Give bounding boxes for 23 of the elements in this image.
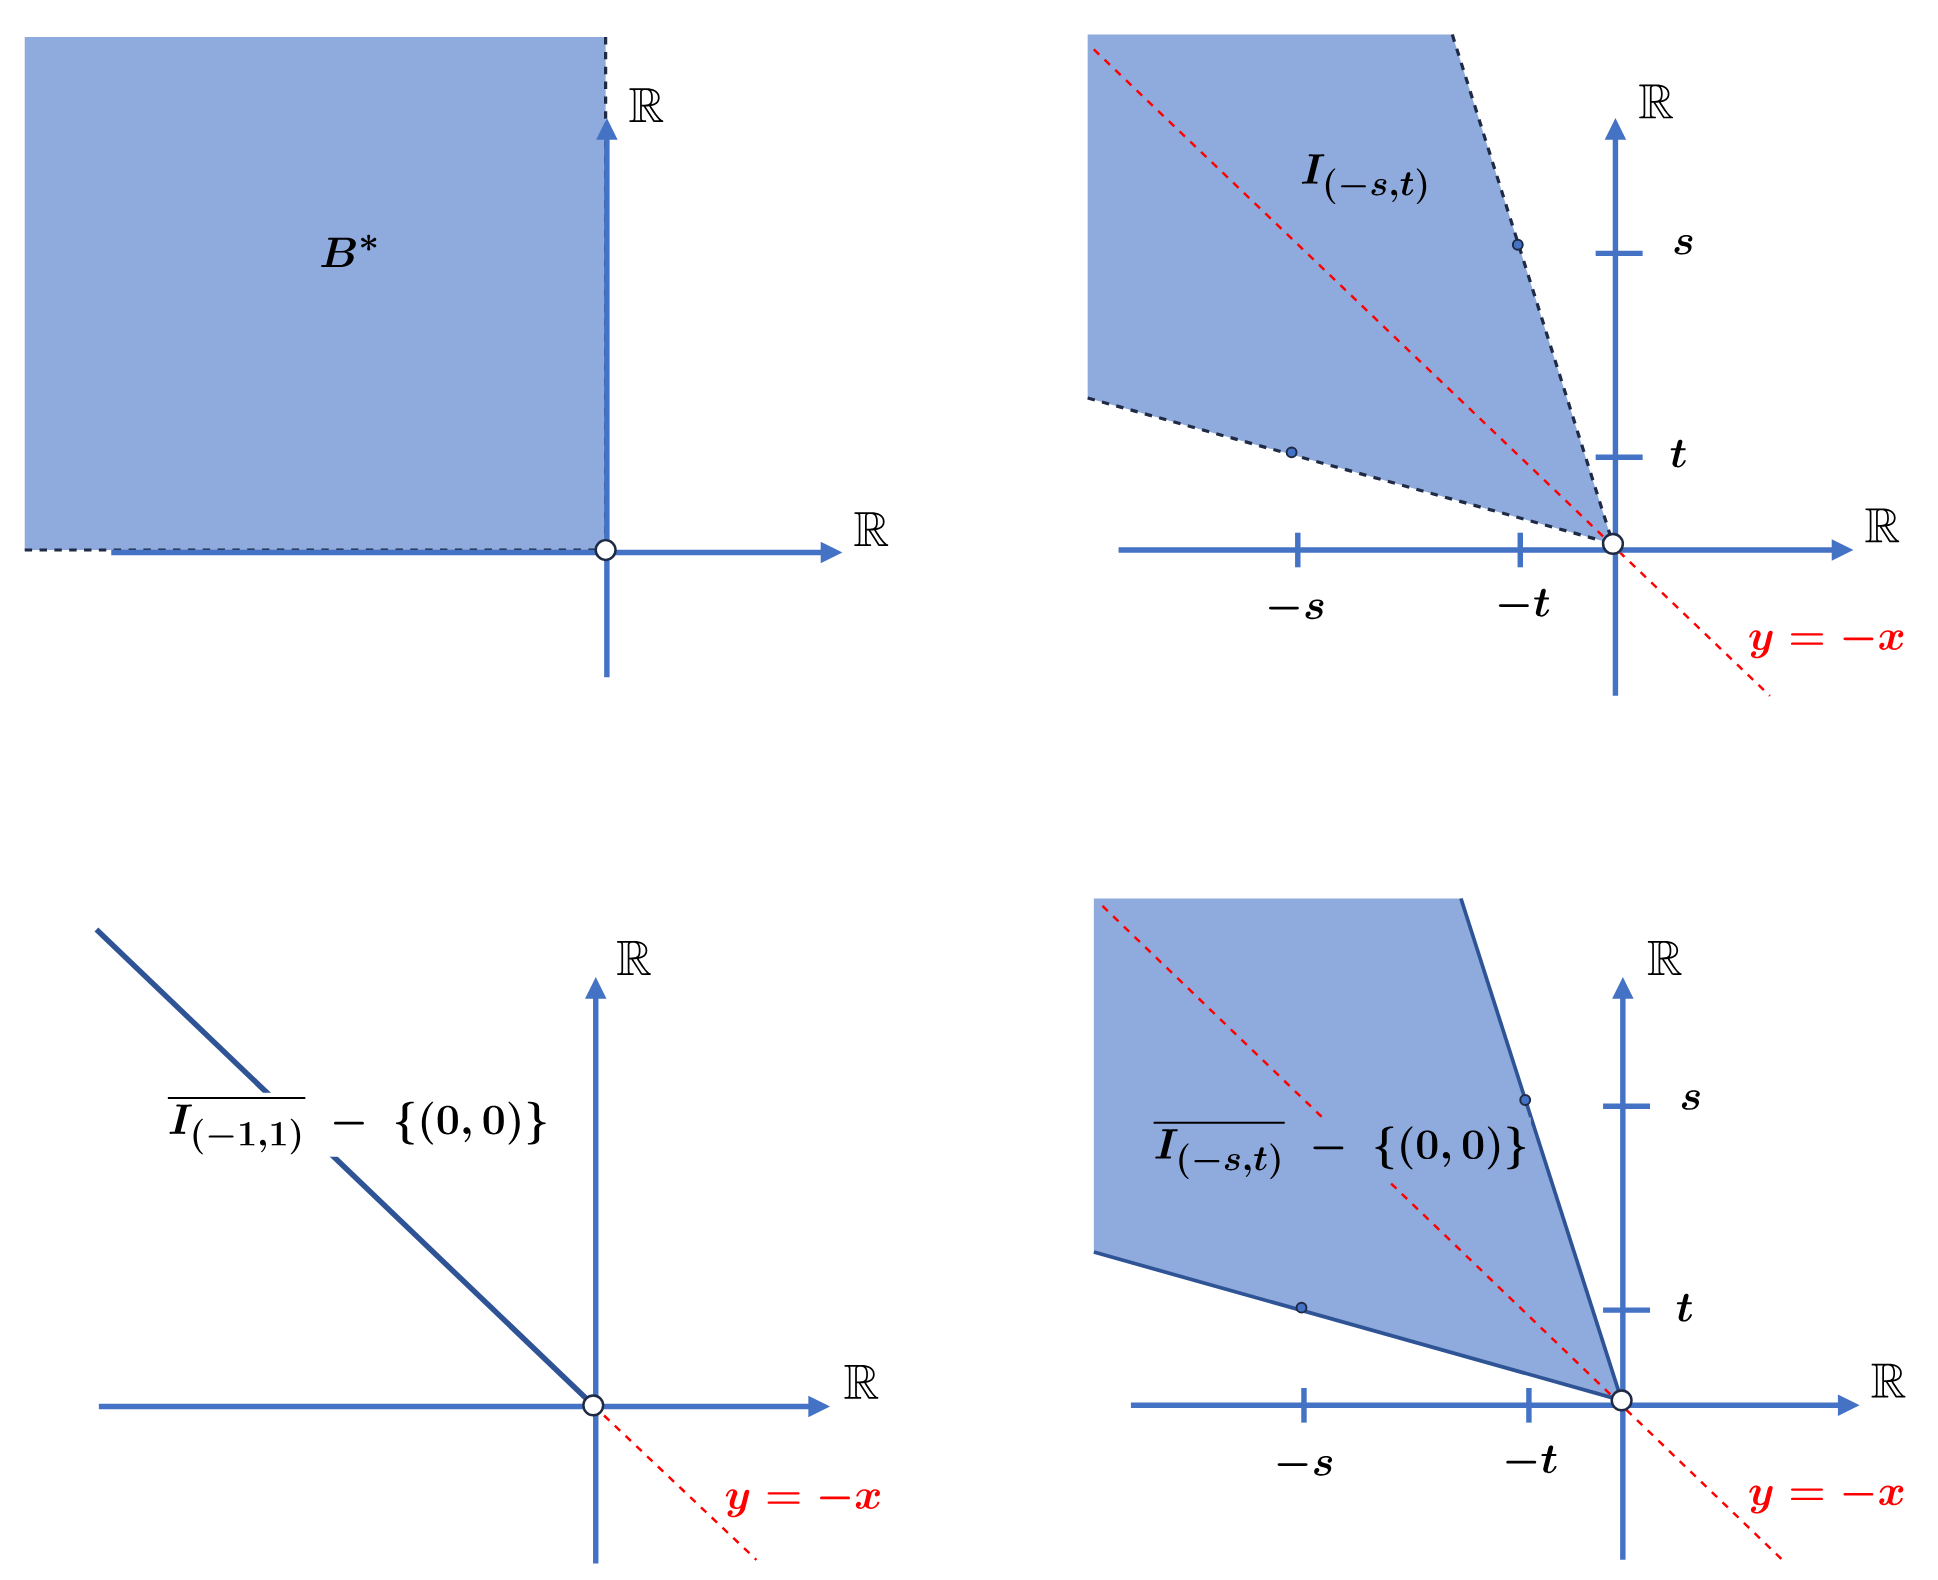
- axis-label: $\mathbb{R}$: [1639, 84, 1674, 119]
- region-label: $\overline{I_{(-s,t)}}\;-\;\{(0,0)\}$: [1151, 1117, 1531, 1182]
- line-label: $y=-x$: [1749, 1485, 1904, 1514]
- region-label: $I_{(-s,t)}$: [1301, 154, 1427, 205]
- tick-label: $-t$: [1506, 1445, 1557, 1474]
- tick-label: $t$: [1676, 1293, 1692, 1322]
- region-label: $\overline{I_{(-1,1)}}\;-\;\{(0,0)\}$: [165, 1092, 552, 1157]
- tick-label: $-t$: [1498, 589, 1550, 617]
- line-label: $y=-x$: [725, 1489, 880, 1518]
- tick-label: $s$: [1681, 1090, 1700, 1111]
- axis-label: $\mathbb{R}$: [1871, 1364, 1906, 1398]
- axis-label: $\mathbb{R}$: [617, 941, 651, 976]
- axis-label: $\mathbb{R}$: [1865, 508, 1900, 543]
- axis-label: $\mathbb{R}$: [1647, 941, 1682, 976]
- tick-label: $-s$: [1268, 599, 1324, 620]
- line-label: $y=-x$: [1749, 630, 1904, 659]
- axis-label: $\mathbb{R}$: [854, 512, 889, 547]
- region-label: $B^*$: [321, 235, 377, 268]
- axis-label: $\mathbb{R}$: [629, 88, 664, 123]
- tick-label: $t$: [1670, 439, 1686, 468]
- axis-label: $\mathbb{R}$: [844, 1365, 879, 1400]
- tick-label: $s$: [1674, 235, 1693, 255]
- tick-label: $-s$: [1277, 1456, 1333, 1476]
